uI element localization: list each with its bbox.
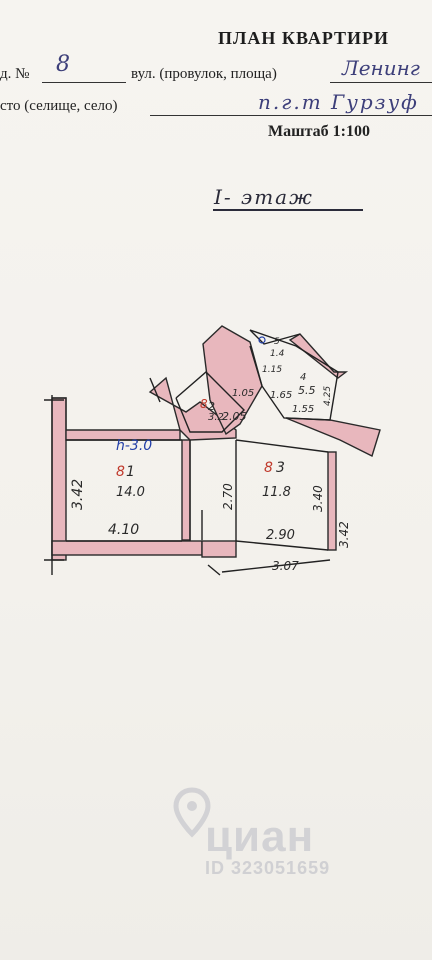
wall-room2 (148, 376, 237, 441)
room1-prefix: 8 (116, 464, 125, 480)
room5-area: 1.4 (270, 349, 285, 359)
dim-room3-depth2: 3.42 (337, 521, 351, 548)
room2-prefix: 8 (200, 397, 208, 411)
room4-outline (249, 329, 339, 421)
room2-dim2: 2.05 (222, 410, 247, 423)
street-label: вул. (провулок, площа) (131, 66, 277, 82)
wall-stub (149, 377, 161, 403)
dim-room3-width2: 3.07 (272, 559, 299, 573)
room3-bottom (235, 540, 329, 551)
wall-stub-2 (207, 564, 221, 576)
floor-label: I- этаж (214, 185, 314, 209)
wall-top-room1 (52, 397, 181, 441)
dim-room3-side: 2.70 (221, 483, 235, 510)
room4-area: 5.5 (298, 384, 316, 397)
street-line (330, 82, 432, 83)
dim-room1-width: 4.10 (108, 522, 139, 538)
room4-number: 4 (300, 372, 306, 383)
street-value: Ленинг (342, 56, 420, 80)
room5-dim1: 1.15 (262, 365, 282, 375)
room3-prefix: 8 (264, 460, 273, 476)
room2-number: 2 (208, 400, 215, 413)
floor-underline (213, 209, 363, 211)
room4-dim3: 4.25 (323, 386, 333, 406)
town-value: п.г.т Гурзуф (258, 90, 419, 114)
room5-marker (258, 336, 266, 344)
plan-title: ПЛАН КВАРТИРИ (218, 28, 390, 48)
wall-partition-1-3 (181, 439, 191, 541)
room3-area: 11.8 (262, 485, 291, 500)
wall-bottom-room3 (201, 540, 237, 558)
plan-walls (51, 325, 381, 561)
town-line (150, 115, 432, 116)
wall-room4-bottom (285, 417, 381, 457)
plan-outlines (44, 329, 339, 576)
room5-number: 5 (274, 337, 280, 347)
dim-room3-width: 2.90 (266, 528, 295, 543)
room2-outline (175, 371, 245, 433)
room1-height: h-3.0 (116, 438, 152, 454)
room4-dim1: 1.65 (270, 390, 292, 401)
room4-dim2: 1.55 (292, 404, 314, 415)
wall-right-room3 (327, 451, 337, 551)
location-pin-icon (173, 787, 211, 838)
dim-room3-depth: 3.40 (311, 485, 325, 512)
house-number-value: 8 (56, 52, 70, 77)
room2-dim1: 1.05 (232, 388, 254, 399)
wall-corridor (202, 325, 263, 436)
house-number-label: д. № (0, 66, 30, 82)
dim-room1-depth: 3.42 (70, 479, 86, 510)
room1-area: 14.0 (116, 485, 145, 500)
room1-number: 1 (126, 464, 135, 480)
room3-number: 3 (276, 460, 285, 476)
watermark-brand: циан (205, 812, 315, 861)
room3-top (235, 439, 329, 453)
wall-left (51, 397, 67, 561)
room5-outline (249, 329, 301, 345)
watermark-id: ID 323051659 (205, 858, 331, 878)
scale-label: Маштаб 1:100 (268, 123, 370, 140)
dimension-line-307 (221, 559, 331, 573)
town-label: сто (селище, село) (0, 98, 118, 114)
house-number-line (42, 82, 126, 83)
wall-bottom-room1 (51, 540, 203, 556)
room2-area: 3.2 (208, 412, 224, 423)
